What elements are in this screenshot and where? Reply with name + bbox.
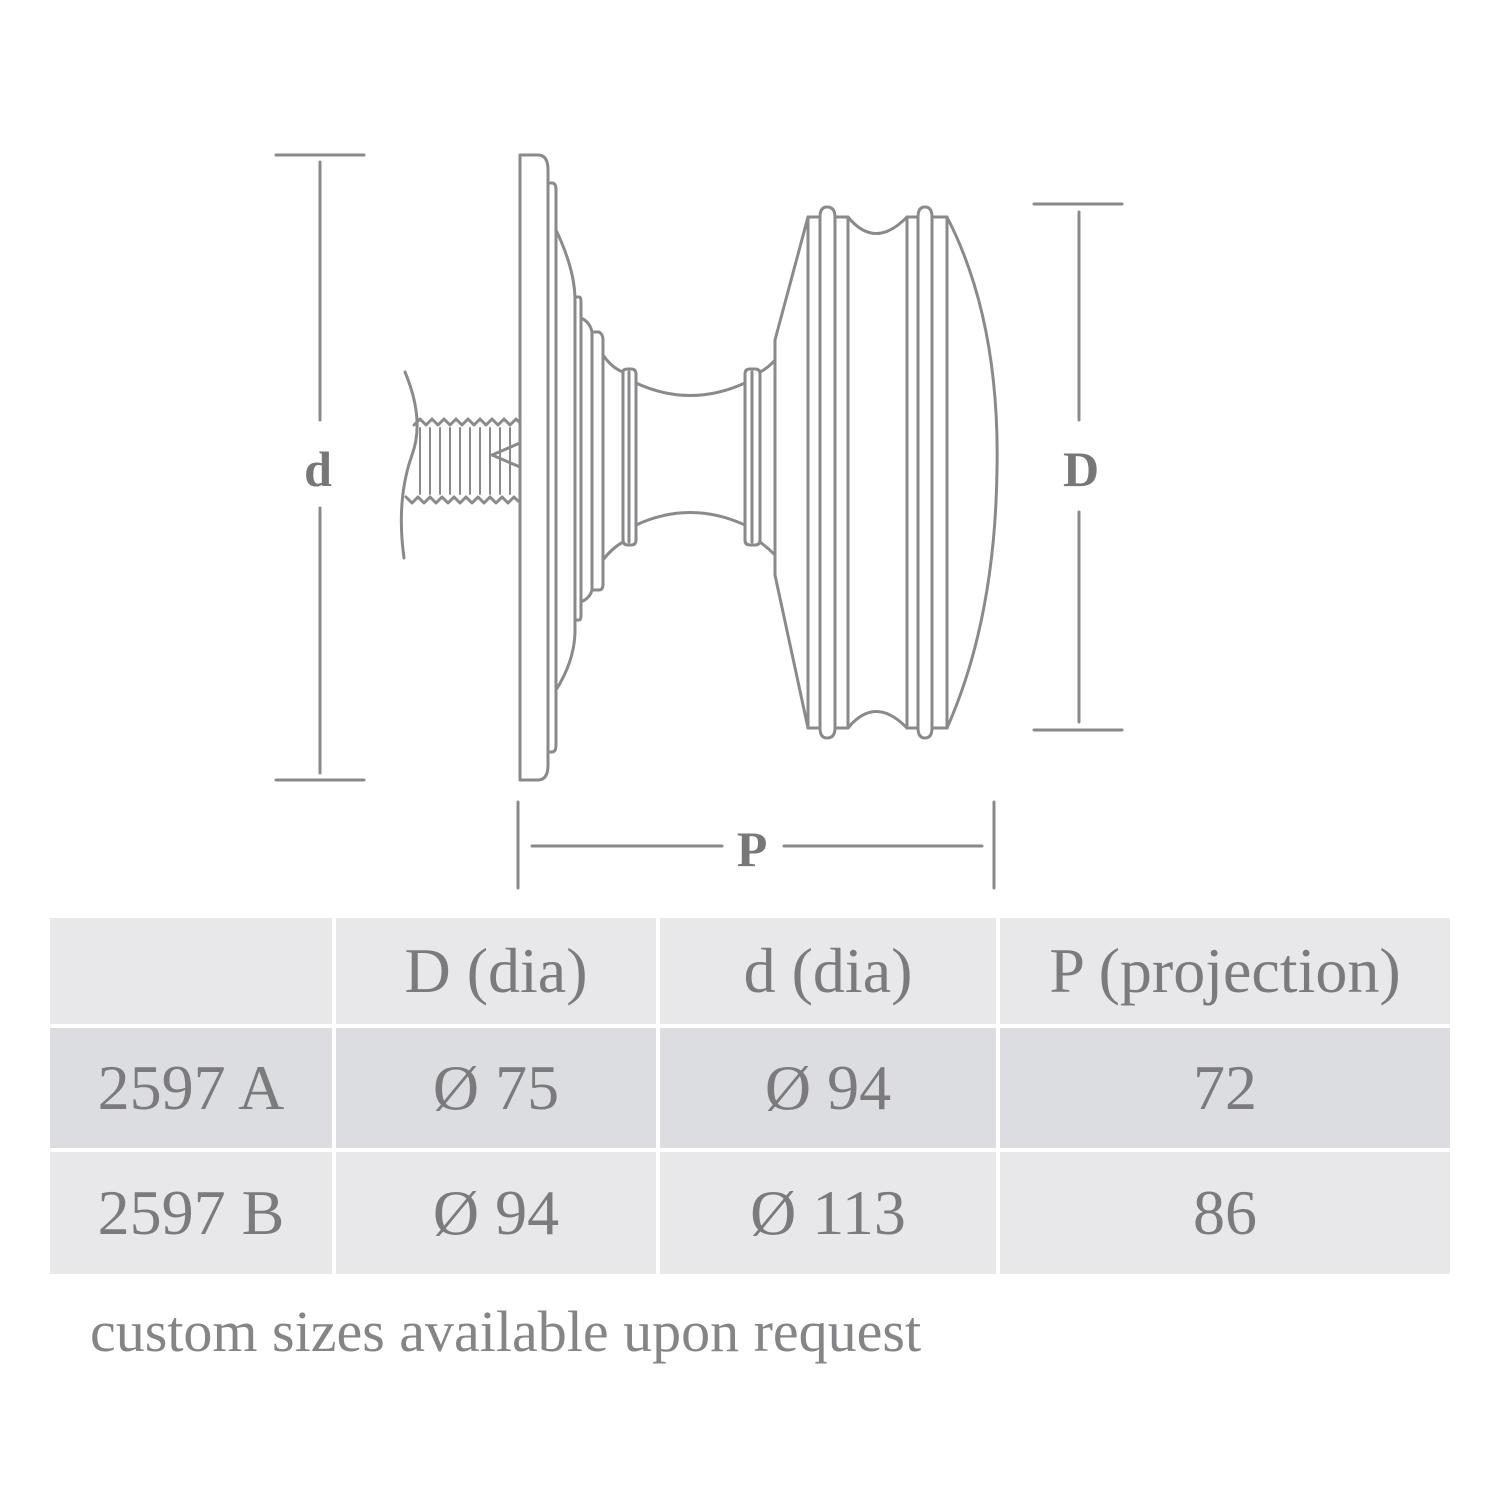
header-cell-D: D (dia) <box>336 918 656 1024</box>
backplate <box>518 153 625 782</box>
dimension-D <box>1032 202 1124 732</box>
table-row: 2597 A Ø 75 Ø 94 72 <box>50 1028 1450 1148</box>
knob-technical-drawing: d D P <box>274 153 1124 890</box>
screw-thread <box>399 370 522 560</box>
dimension-label-P: P <box>737 821 768 877</box>
specification-table: D (dia) d (dia) P (projection) 2597 A Ø … <box>46 914 1454 1278</box>
header-cell-P: P (projection) <box>1000 918 1450 1024</box>
P-cell: 72 <box>1000 1028 1450 1148</box>
knob-head <box>773 205 999 740</box>
header-cell-empty <box>50 918 332 1024</box>
table-header-row: D (dia) d (dia) P (projection) <box>50 918 1450 1024</box>
d-cell: Ø 113 <box>660 1152 996 1274</box>
dimension-P <box>516 800 996 890</box>
D-cell: Ø 75 <box>336 1028 656 1148</box>
header-cell-d: d (dia) <box>660 918 996 1024</box>
D-cell: Ø 94 <box>336 1152 656 1274</box>
model-cell: 2597 B <box>50 1152 332 1274</box>
dimension-label-D: D <box>1063 441 1099 497</box>
P-cell: 86 <box>1000 1152 1450 1274</box>
d-cell: Ø 94 <box>660 1028 996 1148</box>
footer-note: custom sizes available upon request <box>90 1299 922 1364</box>
model-cell: 2597 A <box>50 1028 332 1148</box>
table-row: 2597 B Ø 94 Ø 113 86 <box>50 1152 1450 1274</box>
neck <box>621 358 777 557</box>
dimension-label-d: d <box>304 441 332 497</box>
dimension-d <box>274 153 366 782</box>
